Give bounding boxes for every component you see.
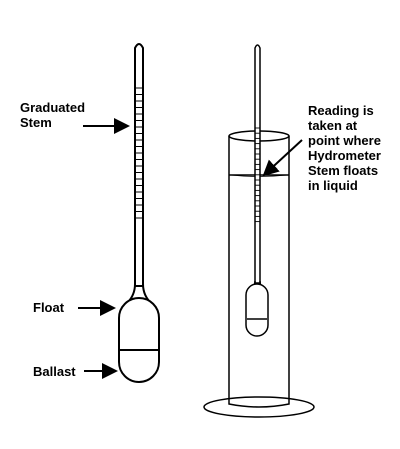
ballast-label: Ballast (33, 364, 76, 379)
reading-label-line-4: Hydrometer (308, 148, 381, 163)
reading-label-line-1: Reading is (308, 103, 374, 118)
stem-graduations-left (135, 87, 143, 219)
hydrometer-stem-left (134, 43, 144, 287)
reading-arrow (262, 139, 303, 177)
graduated-stem-label: Graduated Stem (20, 100, 85, 130)
reading-label-line-6: in liquid (308, 178, 358, 193)
hydrometer-in-cylinder (203, 44, 315, 418)
graduated-stem-label-line-1: Graduated (20, 100, 86, 115)
float-label: Float (33, 300, 65, 315)
reading-label: Reading is taken at point where Hydromet… (308, 103, 381, 193)
float-bulb-right (245, 283, 269, 337)
reading-label-line-3: point where (308, 133, 381, 148)
stem-graduations-right (255, 127, 260, 223)
reading-label-line-2: taken at (308, 118, 358, 133)
reading-label-line-5: Stem floats (308, 163, 379, 178)
float-bulb (118, 297, 160, 383)
hydrometer-left (118, 43, 160, 383)
graduated-stem-label-line-2: Stem (20, 115, 52, 130)
cylinder-walls (228, 136, 290, 408)
